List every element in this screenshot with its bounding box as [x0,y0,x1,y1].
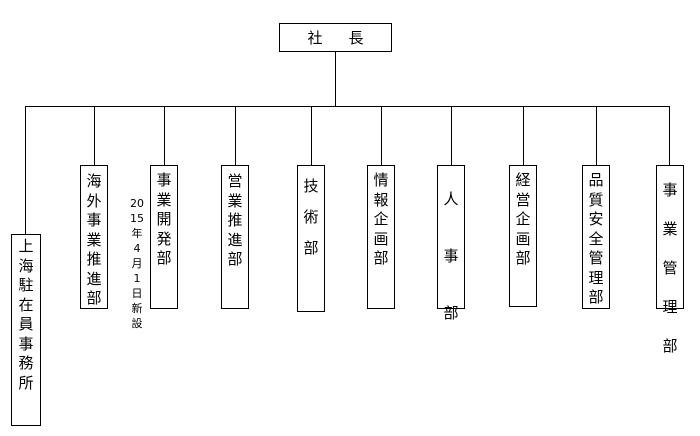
dept-box-sales-promotion: 営業推進部 [221,165,249,309]
dept-box-overseas-business: 海外事業推進部 [80,165,108,309]
president-box: 社長 [279,23,392,52]
dept-label: 品質安全管理部 [588,171,604,306]
dept-label: 上海駐在員事務所 [18,237,34,392]
dept-label: 海外事業推進部 [86,172,102,307]
dept-label: 技術部 [303,177,319,257]
establishment-note: 2015年4月1日新設 [130,197,144,330]
dept-box-business-development: 事業開発部 [150,165,178,309]
dept-box-human-resources: 人事部 [437,165,465,322]
dept-box-technology: 技術部 [297,165,325,312]
dept-label: 事業開発部 [156,171,172,267]
dept-label: 営業推進部 [227,172,243,268]
president-label: 社長 [307,28,390,47]
dept-label: 経営企画部 [515,171,531,267]
dept-label: 人事部 [443,190,459,322]
dept-box-information-planning: 情報企画部 [367,165,395,309]
dept-box-business-management: 事業管理部 [656,165,684,355]
dept-box-quality-safety: 品質安全管理部 [582,165,610,309]
dept-box-shanghai-office: 上海駐在員事務所 [11,234,41,426]
dept-box-corporate-planning: 経営企画部 [509,165,537,307]
dept-label: 事業管理部 [662,181,678,355]
dept-label: 情報企画部 [373,171,389,267]
